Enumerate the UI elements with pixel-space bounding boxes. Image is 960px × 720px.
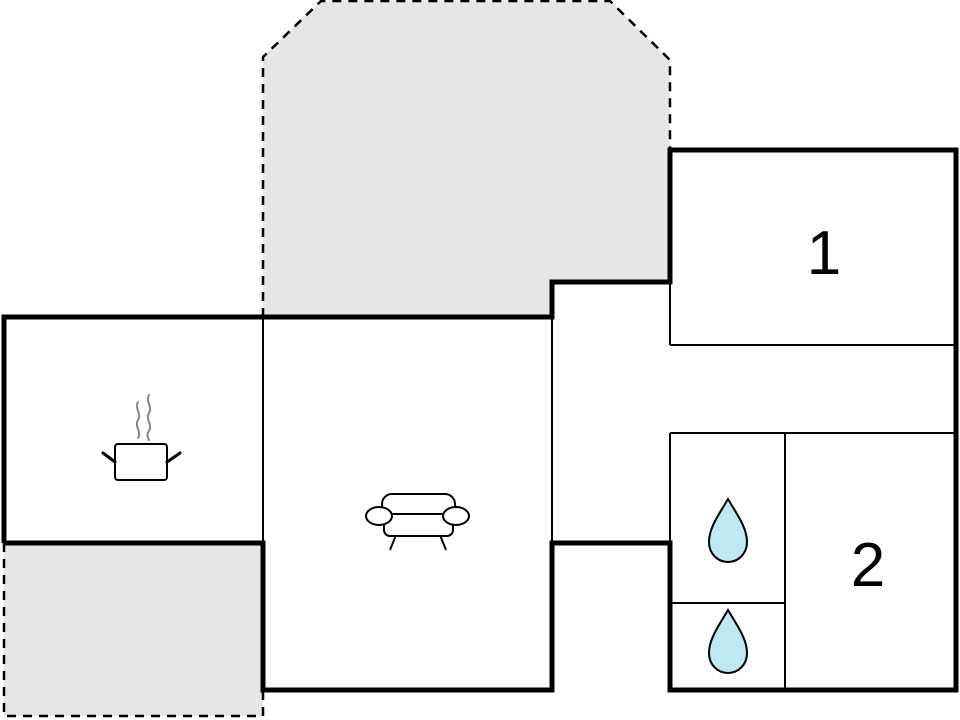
sofa-leg-right xyxy=(439,534,447,551)
bedroom-2-number: 2 xyxy=(851,531,885,600)
exterior-walls xyxy=(1,147,959,693)
interior-walls xyxy=(262,150,956,690)
exterior-upper-wall xyxy=(1,147,959,693)
sofa-leg-left xyxy=(389,534,397,551)
sofa-arm-right xyxy=(442,506,470,526)
sofa-arm-left xyxy=(365,506,393,526)
terrace-top-outline xyxy=(261,0,672,317)
pot-handle-right xyxy=(165,451,182,464)
bedroom-1-number: 1 xyxy=(807,219,841,288)
terrace-bottom-left xyxy=(4,543,263,716)
steam-line-right xyxy=(146,394,152,441)
steam-line-left xyxy=(135,401,141,439)
terrace-bottom-left-outline xyxy=(2,543,265,718)
water-drop-icon xyxy=(707,497,749,564)
pot-body xyxy=(114,443,168,481)
terraces xyxy=(2,0,672,718)
cooking-pot-icon xyxy=(101,394,182,481)
water-drop-icon xyxy=(707,608,749,675)
terrace-top xyxy=(263,1,670,317)
pot-handle-left xyxy=(101,451,117,464)
sofa-icon xyxy=(365,493,470,551)
